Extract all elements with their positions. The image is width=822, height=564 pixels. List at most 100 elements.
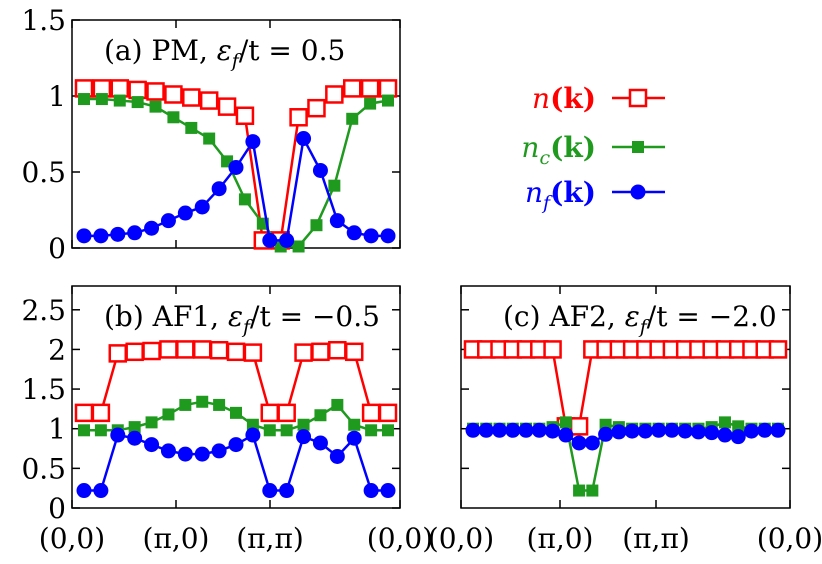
series-nc-point bbox=[185, 121, 198, 134]
series-nc-point bbox=[94, 424, 107, 437]
series-nf-point bbox=[329, 213, 345, 229]
series-n-point bbox=[328, 340, 347, 360]
series-nc-point bbox=[559, 416, 572, 429]
panel-title-bg bbox=[98, 30, 366, 70]
panel-a: 00.511.5(a) PM, εf/t = 0.5 bbox=[21, 4, 401, 265]
series-n-point bbox=[235, 106, 255, 126]
series-nc-point bbox=[263, 424, 276, 437]
series-nf-point bbox=[380, 228, 396, 244]
series-n-point bbox=[176, 340, 195, 359]
panel-a-frame bbox=[71, 19, 401, 249]
series-nc-point bbox=[113, 94, 126, 107]
series-nf-point bbox=[363, 228, 379, 244]
series-nc-point bbox=[331, 398, 344, 411]
series-nf-point bbox=[770, 422, 786, 438]
series-nf-point bbox=[690, 424, 706, 440]
series-nf-point bbox=[677, 423, 693, 439]
x-tick-label: (π,0) bbox=[143, 522, 210, 555]
series-nf-point bbox=[262, 483, 278, 499]
series-nc-point bbox=[145, 416, 158, 429]
series-n-point bbox=[243, 343, 263, 362]
series-n-point bbox=[342, 79, 362, 98]
legend-label-nc: nc(k) bbox=[521, 131, 596, 169]
series-nf-point bbox=[312, 162, 328, 178]
series-nf-point bbox=[76, 228, 92, 244]
series-nf-point bbox=[160, 443, 176, 459]
series-nf-point bbox=[363, 483, 379, 499]
series-nc-point bbox=[78, 424, 90, 437]
series-nc-point bbox=[573, 484, 586, 497]
series-nf-point bbox=[664, 422, 680, 438]
series-n-point bbox=[260, 403, 280, 423]
series-n-line bbox=[473, 348, 778, 428]
series-n-point bbox=[361, 403, 381, 423]
series-nf-point bbox=[743, 423, 759, 439]
series-nc-point bbox=[149, 100, 162, 113]
series-nf-point bbox=[346, 430, 362, 446]
series-nc-point bbox=[382, 424, 394, 437]
legend-label-nf: nf(k) bbox=[525, 176, 596, 214]
panel-b: (0,0)(π,0)(π,π)(0,0)00.511.522.5(b) AF1,… bbox=[21, 285, 433, 555]
series-n-point bbox=[192, 340, 212, 359]
y-tick-label: 1.5 bbox=[21, 373, 66, 406]
series-nf-point bbox=[624, 423, 640, 439]
series-nf-point bbox=[571, 435, 587, 451]
series-n-point bbox=[110, 79, 130, 98]
series-nf-point bbox=[76, 483, 92, 499]
series-nf-point bbox=[110, 226, 126, 242]
series-nf-point bbox=[518, 422, 534, 438]
legend-marker-n bbox=[628, 88, 648, 108]
y-tick-label: 0.5 bbox=[21, 452, 66, 485]
series-n-point bbox=[569, 417, 589, 436]
series-nc-point bbox=[292, 240, 305, 253]
x-tick-label: (0,0) bbox=[428, 522, 494, 555]
series-nf-point bbox=[637, 423, 653, 439]
series-nf-point bbox=[228, 437, 244, 453]
series-nc-point bbox=[346, 112, 359, 125]
series-nc-point bbox=[128, 421, 141, 434]
series-nf-point bbox=[558, 427, 574, 443]
y-tick-label: 0 bbox=[48, 492, 66, 525]
series-n-point bbox=[159, 340, 178, 359]
series-nf-point bbox=[144, 437, 160, 453]
series-nf-point bbox=[211, 181, 227, 197]
series-nf-point bbox=[730, 429, 746, 445]
series-nf-point bbox=[465, 422, 481, 438]
series-n-point bbox=[108, 344, 128, 363]
series-n-point bbox=[91, 403, 111, 423]
series-nf-point bbox=[704, 425, 720, 441]
series-nf-point bbox=[211, 443, 227, 459]
series-nf-point bbox=[380, 483, 396, 499]
series-nf-point bbox=[545, 423, 561, 439]
series-nc-point bbox=[238, 193, 251, 206]
series-n-point bbox=[199, 91, 219, 110]
series-nf-point bbox=[93, 228, 109, 244]
series-n-point bbox=[217, 97, 237, 116]
x-tick-label: (0,0) bbox=[39, 522, 105, 555]
series-n-point bbox=[307, 98, 326, 118]
series-nf-point bbox=[245, 134, 261, 150]
series-nc-point bbox=[95, 93, 108, 106]
series-nc-point bbox=[162, 408, 175, 421]
series-n-point bbox=[294, 343, 313, 362]
series-nf-point bbox=[194, 199, 210, 215]
series-nf-point bbox=[194, 446, 210, 462]
series-nc-point bbox=[167, 111, 180, 124]
panel-c-title: (c) AF2, εf/t = −2.0 bbox=[503, 300, 777, 338]
series-nf-point bbox=[127, 225, 143, 241]
series-n-point bbox=[311, 342, 330, 362]
series-nc-point bbox=[718, 416, 731, 429]
y-tick-label: 1 bbox=[48, 80, 66, 113]
series-n-point bbox=[325, 85, 344, 104]
series-nc-point bbox=[314, 409, 327, 422]
legend-marker-nc bbox=[632, 141, 644, 153]
series-nc-point bbox=[246, 418, 259, 431]
series-nc-point bbox=[230, 406, 242, 419]
series-nf-point bbox=[296, 429, 312, 445]
legend-marker-nf bbox=[630, 184, 646, 200]
series-nf-point bbox=[346, 225, 362, 241]
series-nf-point bbox=[611, 424, 627, 440]
series-nc-point bbox=[364, 97, 377, 110]
series-n-point bbox=[182, 88, 201, 107]
